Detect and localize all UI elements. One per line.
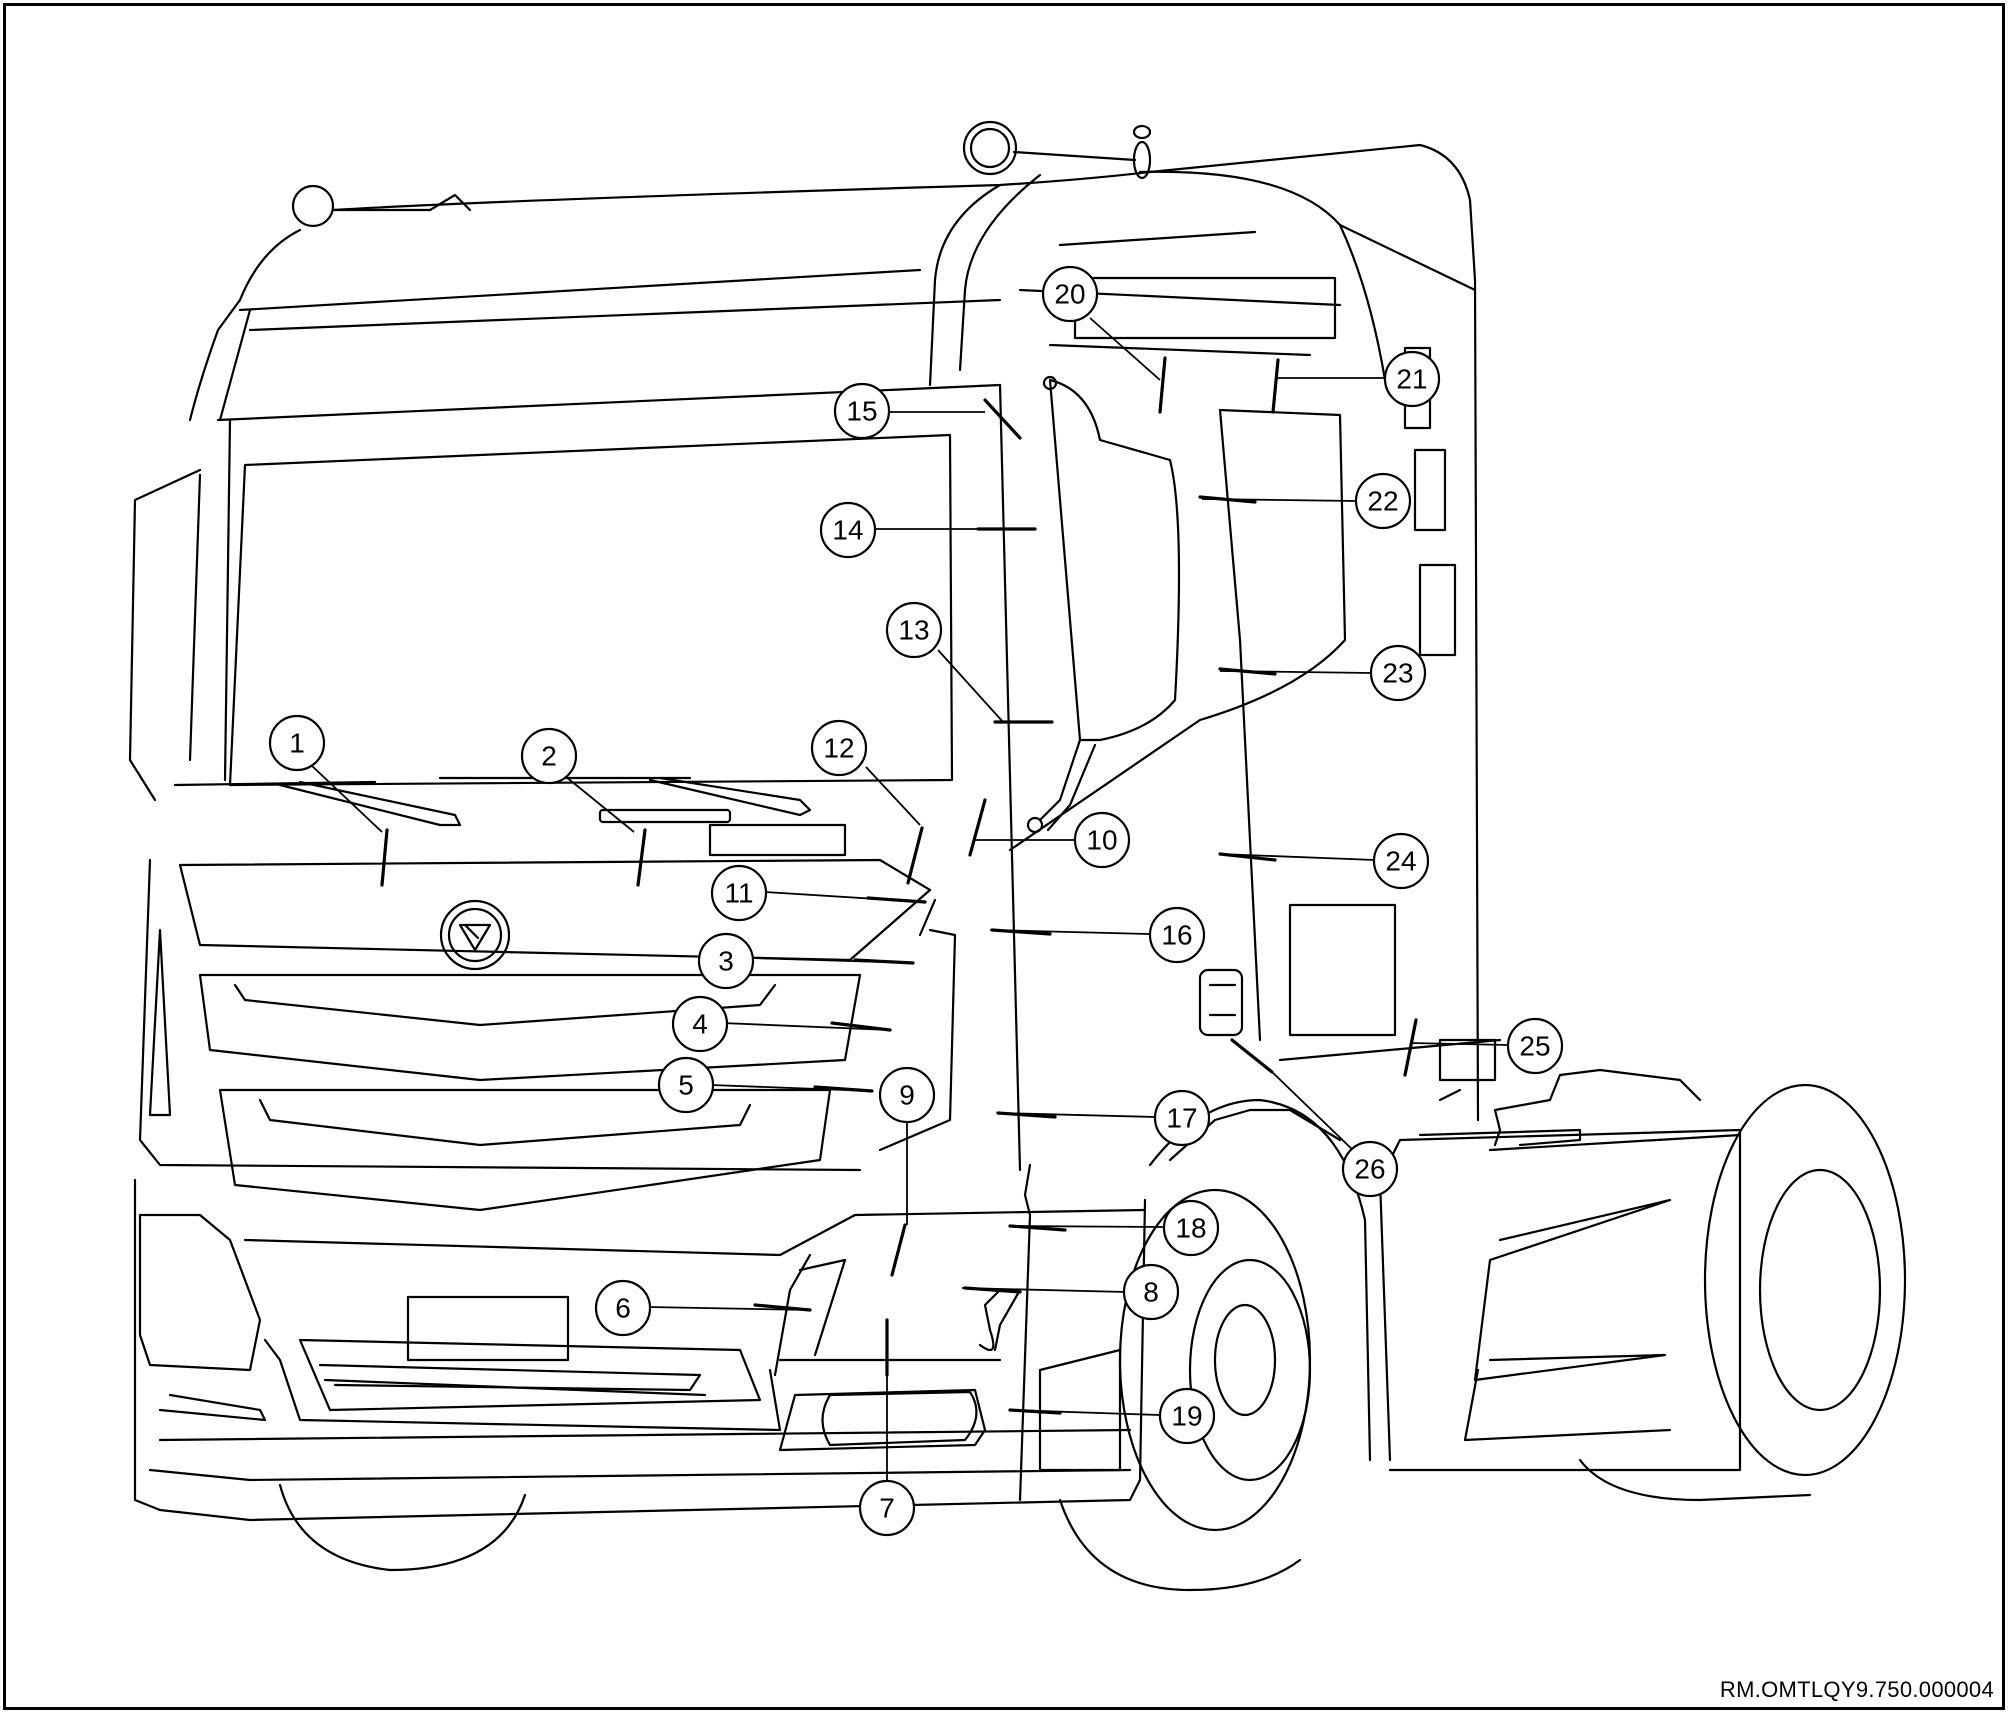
callout-4: 4	[671, 995, 729, 1053]
callout-25: 25	[1506, 1017, 1564, 1075]
svg-text:11: 11	[724, 878, 753, 909]
drawing-frame	[3, 3, 2005, 1710]
callout-24: 24	[1372, 832, 1430, 890]
callout-22: 22	[1354, 472, 1412, 530]
callout-23: 23	[1369, 644, 1427, 702]
callout-10: 10	[1073, 811, 1131, 869]
callout-12: 12	[810, 719, 868, 777]
callout-2: 2	[520, 727, 578, 785]
callout-1: 1	[268, 714, 326, 772]
callout-21: 21	[1383, 350, 1441, 408]
svg-text:19: 19	[1171, 1401, 1202, 1432]
callout-18: 18	[1162, 1199, 1220, 1257]
svg-text:9: 9	[899, 1080, 915, 1111]
callout-19: 19	[1158, 1387, 1216, 1445]
callout-13: 13	[885, 601, 943, 659]
svg-text:5: 5	[678, 1070, 694, 1101]
svg-text:26: 26	[1354, 1154, 1385, 1185]
svg-text:21: 21	[1396, 364, 1427, 395]
leader-lines	[310, 317, 1510, 1485]
svg-text:8: 8	[1143, 1277, 1159, 1308]
svg-text:13: 13	[898, 615, 929, 646]
callout-26: 26	[1341, 1140, 1399, 1198]
callout-7: 7	[858, 1479, 916, 1537]
svg-text:3: 3	[718, 946, 734, 977]
svg-text:10: 10	[1086, 825, 1117, 856]
svg-text:12: 12	[823, 733, 854, 764]
svg-text:17: 17	[1166, 1103, 1197, 1134]
truck-outline	[128, 120, 1907, 1592]
svg-text:1: 1	[289, 728, 305, 759]
svg-text:7: 7	[879, 1493, 895, 1524]
svg-text:18: 18	[1175, 1213, 1206, 1244]
svg-text:15: 15	[846, 396, 877, 427]
svg-text:22: 22	[1367, 486, 1398, 517]
svg-text:2: 2	[541, 741, 557, 772]
svg-text:6: 6	[615, 1293, 631, 1324]
svg-text:4: 4	[692, 1009, 708, 1040]
callout-5: 5	[657, 1056, 715, 1114]
svg-text:14: 14	[832, 515, 863, 546]
callout-9: 9	[878, 1066, 936, 1124]
callout-15: 15	[833, 382, 891, 440]
svg-text:20: 20	[1054, 279, 1085, 310]
callout-bubbles: 1 2 3 4 5 6 7 8 9 10 11 12 13 14 15 16 1…	[268, 265, 1564, 1537]
callout-3: 3	[697, 932, 755, 990]
callout-16: 16	[1148, 906, 1206, 964]
svg-text:24: 24	[1385, 846, 1416, 877]
svg-text:25: 25	[1519, 1031, 1550, 1062]
svg-text:23: 23	[1382, 658, 1413, 689]
callout-8: 8	[1122, 1263, 1180, 1321]
document-reference-code: RM.OMTLQY9.750.000004	[1719, 1677, 1994, 1702]
callout-11: 11	[710, 864, 768, 922]
callout-14: 14	[819, 501, 877, 559]
callout-17: 17	[1153, 1089, 1211, 1147]
svg-text:16: 16	[1161, 920, 1192, 951]
callout-20: 20	[1041, 265, 1099, 323]
callout-6: 6	[594, 1279, 652, 1337]
